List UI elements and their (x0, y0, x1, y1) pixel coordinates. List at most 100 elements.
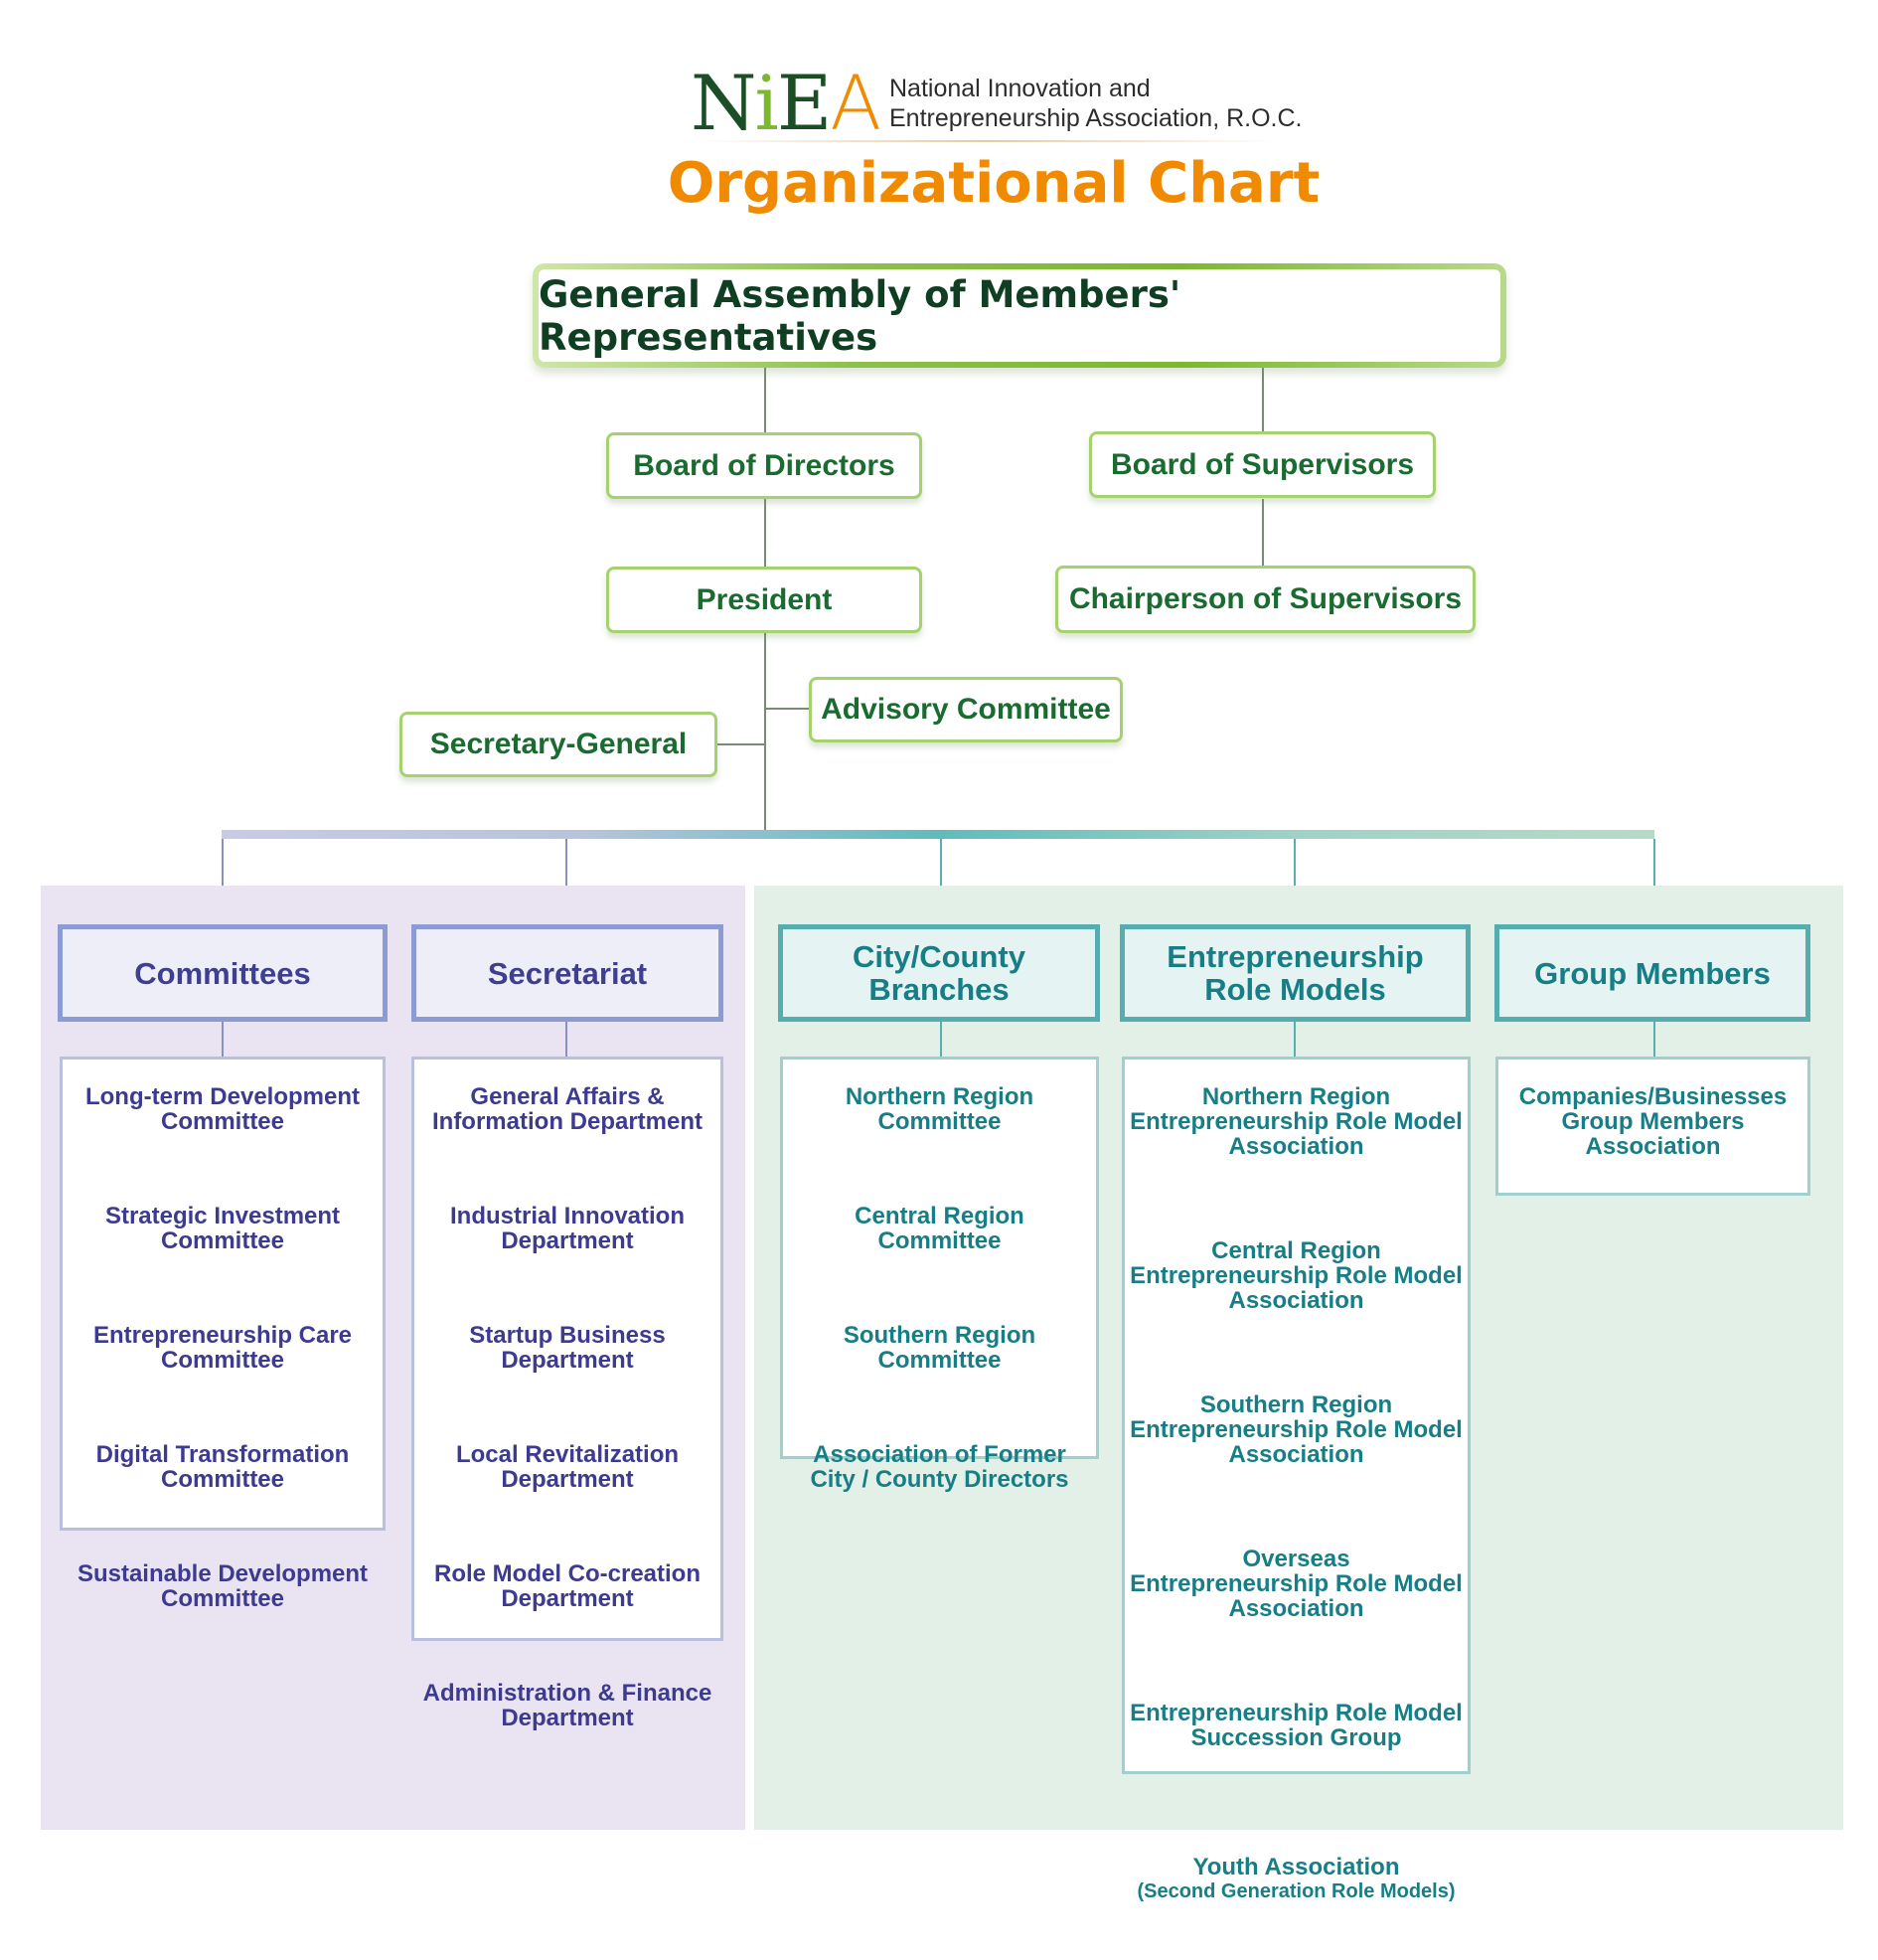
list-item-line: Association (1228, 1595, 1364, 1622)
list-item-line: Entrepreneurship Role Model (1130, 1700, 1463, 1726)
list-item-line: Long-term Development (84, 1083, 361, 1110)
advisory-committee-box: Advisory Committee (809, 677, 1123, 742)
logo-letter-a: A (830, 59, 881, 147)
role-models-header: Entrepreneurship Role Models (1120, 924, 1471, 1022)
list-item-line: City / County Directors (810, 1466, 1069, 1493)
list-item-line: Department (501, 1347, 634, 1374)
list-item: Youth Association(Second Generation Role… (1125, 1855, 1468, 1960)
list-item-line: Department (501, 1705, 634, 1731)
list-item-line: Digital Transformation (95, 1441, 350, 1468)
connector-role-models-list (1294, 1022, 1296, 1057)
list-item-line: Industrial Innovation (449, 1203, 685, 1229)
list-item-line: Entrepreneurship Role Model (1130, 1570, 1463, 1597)
drop-role-models (1294, 839, 1296, 886)
list-item-line: Association (1228, 1441, 1364, 1468)
list-item-line: Southern Region (1199, 1391, 1393, 1418)
drop-committees (222, 839, 224, 886)
list-item-line: Committee (877, 1347, 1002, 1374)
header-divider (696, 140, 1277, 142)
organization-name-line1: National Innovation and (889, 75, 1151, 102)
list-item-line: Department (501, 1585, 634, 1612)
list-item-line: Companies/Businesses (1518, 1083, 1788, 1110)
organization-name-line2: Entrepreneurship Association, R.O.C. (889, 104, 1303, 132)
list-item-line: Sustainable Development (77, 1560, 369, 1587)
list-item-line: Information Department (431, 1108, 703, 1135)
list-item-line: Northern Region (1201, 1083, 1391, 1110)
list-item-line: General Affairs & (470, 1083, 665, 1110)
list-item-line: Role Model Co-creation (433, 1560, 702, 1587)
connector-supervisors-chair (1262, 499, 1264, 567)
list-item-line: Committee (160, 1108, 285, 1135)
list-item-line: Entrepreneurship Role Model (1130, 1108, 1463, 1135)
secretariat-header: Secretariat (411, 924, 723, 1022)
list-item-line: Entrepreneurship Care (92, 1322, 353, 1349)
connector-committees-list (222, 1022, 224, 1057)
city-county-branches-header: City/County Branches (778, 924, 1100, 1022)
list-item-line: Strategic Investment (104, 1203, 341, 1229)
committees-header: Committees (58, 924, 388, 1022)
list-item-line: Committee (877, 1108, 1002, 1135)
connector-advisory (766, 708, 811, 710)
list-item-line: Association of Former (813, 1441, 1066, 1468)
list-item-line: Northern Region (845, 1083, 1034, 1110)
president-box: President (606, 567, 922, 633)
list-item-line: Startup Business (469, 1322, 666, 1349)
list-item-line: Association (1585, 1133, 1721, 1160)
list-item-line: Youth Association (1192, 1854, 1400, 1880)
list-item-line: Entrepreneurship Role Model (1130, 1262, 1463, 1289)
list-item-line: Central Region (855, 1203, 1024, 1229)
list-item-line: Committee (160, 1347, 285, 1374)
list-item-line: Central Region (1211, 1237, 1381, 1264)
board-of-directors-box: Board of Directors (606, 432, 922, 499)
list-item-line: Succession Group (1190, 1724, 1402, 1751)
list-item-line: Southern Region (843, 1322, 1036, 1349)
list-item-line: Committee (160, 1227, 285, 1254)
connector-secretary-general (717, 743, 765, 745)
logo-letter-i: i (754, 59, 779, 147)
connector-board-president (764, 499, 766, 567)
list-item-line: Overseas (1242, 1546, 1350, 1572)
chart-title: Organizational Chart (667, 151, 1321, 216)
general-assembly-label: General Assembly of Members' Representat… (539, 269, 1500, 362)
list-item-line: Group Members (1561, 1108, 1745, 1135)
group-members-header: Group Members (1494, 924, 1810, 1022)
role-models-header-line1: Entrepreneurship (1167, 939, 1424, 974)
list-item-line: Association (1228, 1133, 1364, 1160)
organization-name: National Innovation and Entrepreneurship… (889, 74, 1327, 133)
list-item: General Affairs &Information Department (414, 1084, 720, 1175)
logo-letter-n: N (691, 59, 756, 147)
role-models-header-line2: Role Models (1204, 972, 1386, 1007)
logo-letter-e: E (776, 59, 833, 147)
drop-branches (940, 839, 942, 886)
board-of-supervisors-box: Board of Supervisors (1089, 431, 1436, 498)
connector-branches-list (940, 1022, 942, 1057)
secretary-general-box: Secretary-General (399, 712, 717, 777)
connector-assembly-board (764, 368, 766, 433)
list-item-line: Administration & Finance (422, 1680, 712, 1707)
list-item-line: Department (501, 1466, 634, 1493)
chairperson-of-supervisors-box: Chairperson of Supervisors (1055, 566, 1476, 633)
list-item-line: Local Revitalization (455, 1441, 680, 1468)
